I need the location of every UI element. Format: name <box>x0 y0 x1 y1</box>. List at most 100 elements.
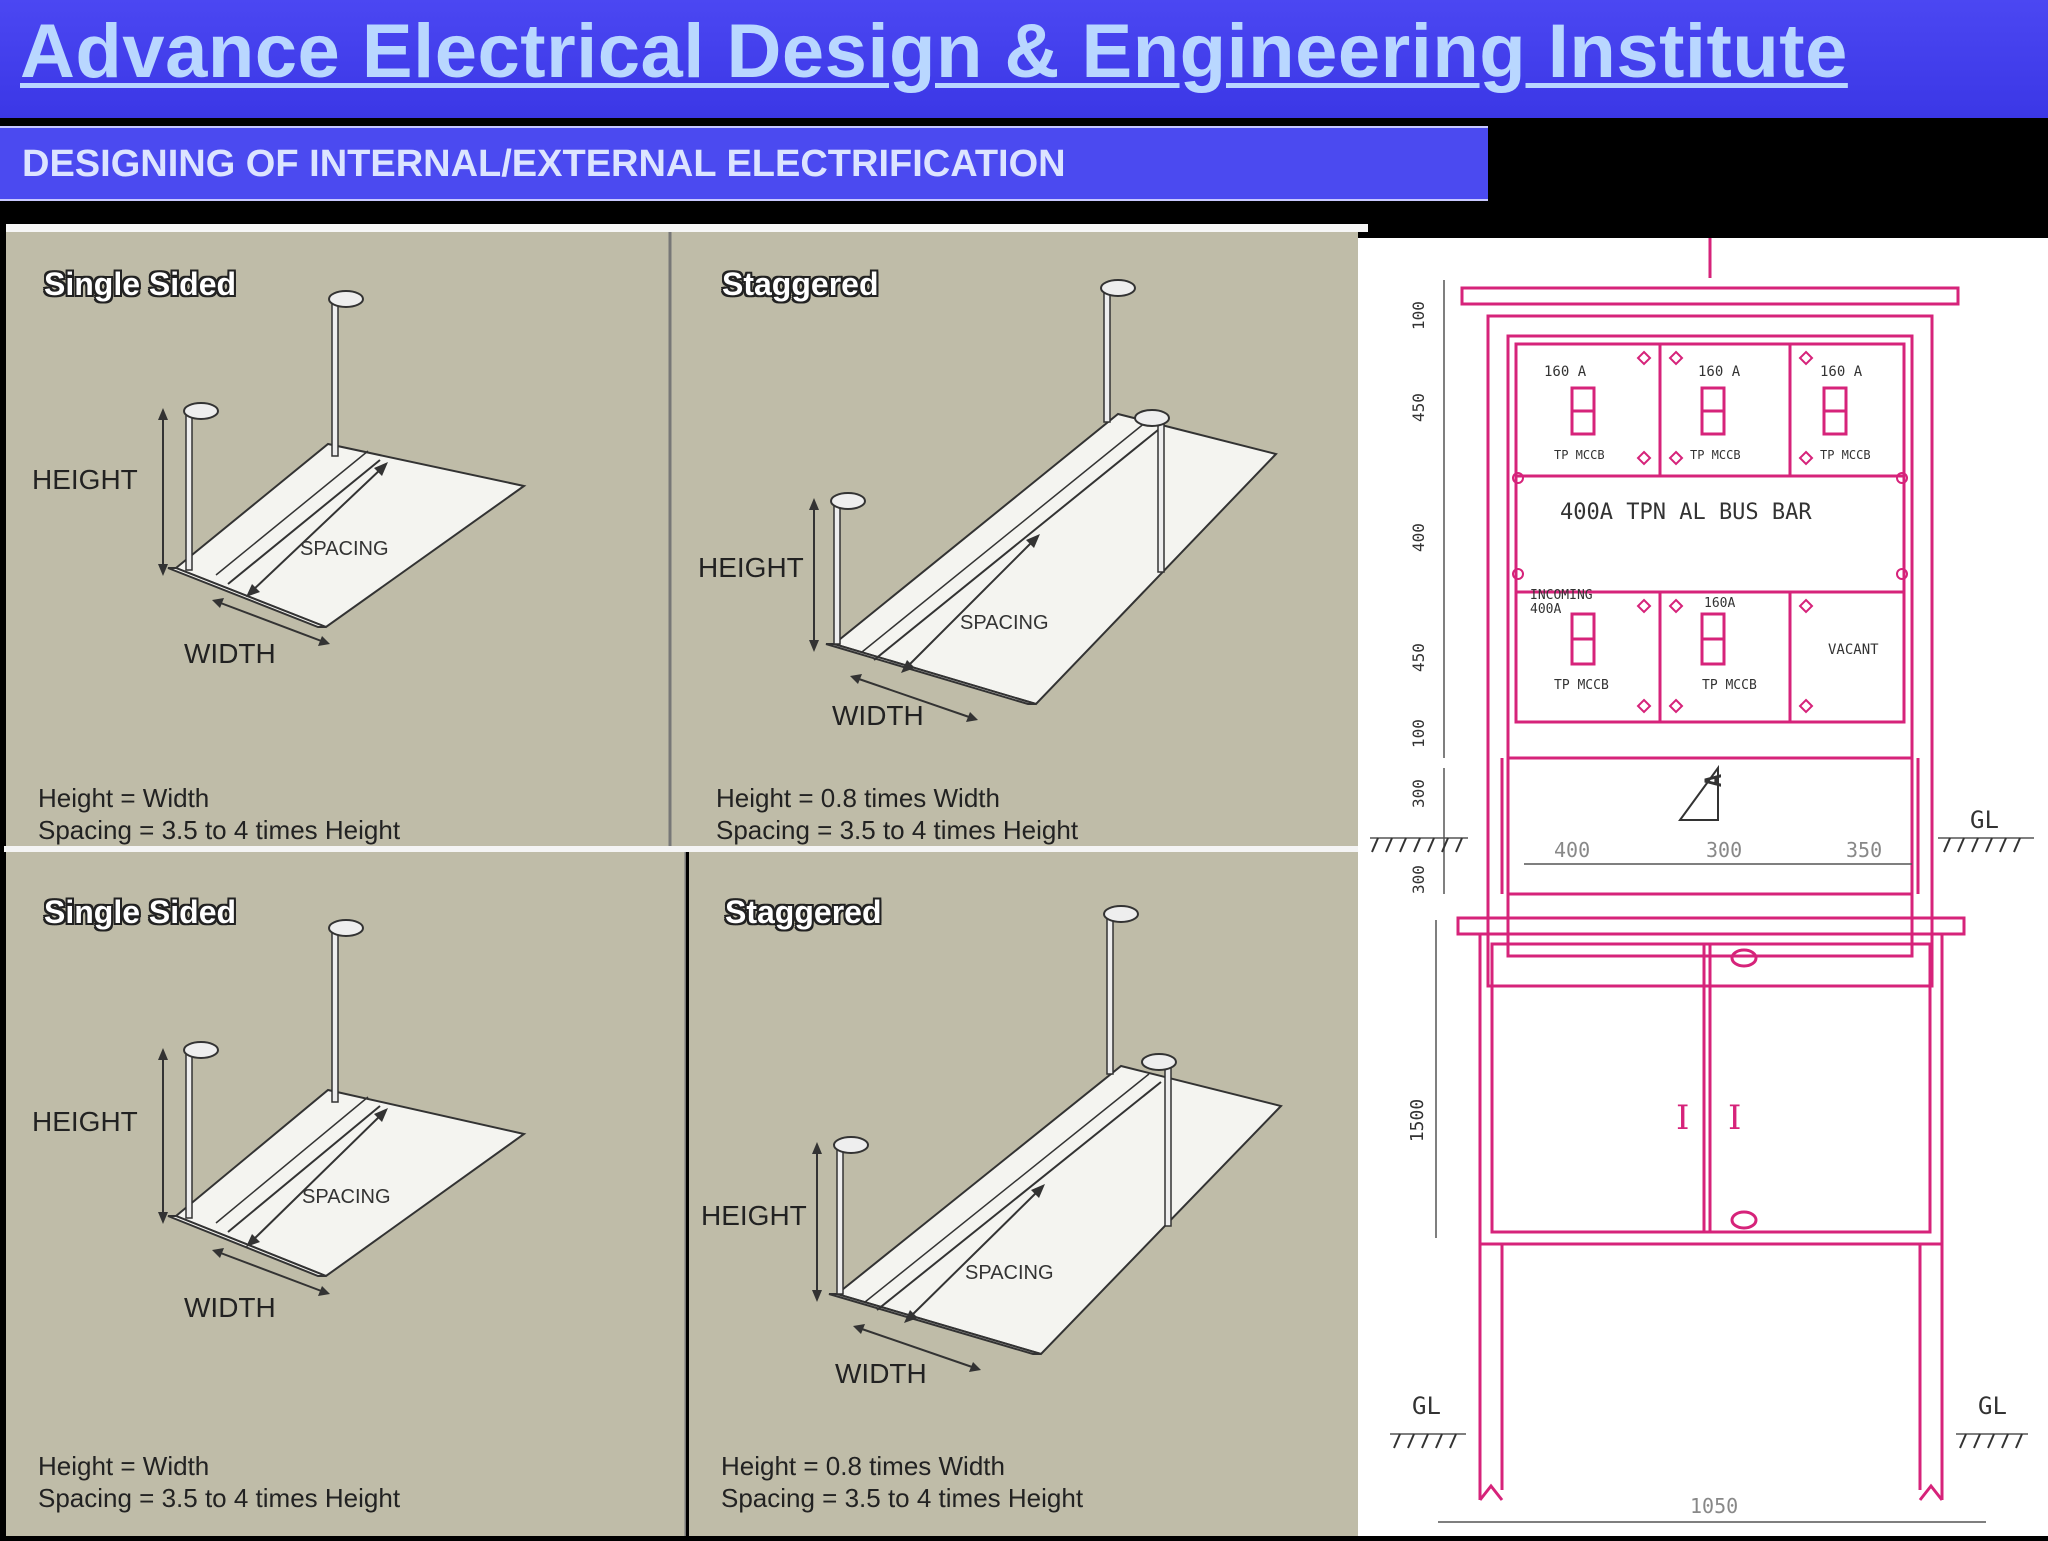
spacing-arrow <box>250 467 383 593</box>
light-pole-near <box>185 1047 193 1219</box>
door-mark: I <box>1728 1098 1742 1138</box>
dimension-label: 350 <box>1846 838 1883 862</box>
plinth-box <box>1506 756 1914 896</box>
dimension-label: 300 <box>1408 865 1428 894</box>
width-label: WIDTH <box>835 1358 927 1389</box>
road-surface <box>174 442 527 629</box>
single-sided-illustration <box>158 232 672 846</box>
page-subtitle: DESIGNING OF INTERNAL/EXTERNAL ELECTRIFI… <box>22 143 1066 185</box>
section-mark-label: A <box>1702 773 1728 788</box>
lower-pillar-outer <box>1478 932 1944 1246</box>
road-centerline <box>873 429 1159 661</box>
spacing-label: SPACING <box>300 538 389 560</box>
bottom-mccb-row <box>1514 590 1906 724</box>
panel-row-divider <box>4 846 1362 852</box>
lamp-head-opposite <box>1134 409 1170 427</box>
width-arrow <box>858 1327 976 1369</box>
formula-text: Height = Width Spacing = 3.5 to 4 times … <box>38 1450 400 1514</box>
lamp-head-near <box>830 492 866 510</box>
staggered-illustration <box>809 279 1278 722</box>
dimension-label: 300 <box>1408 779 1428 808</box>
dimension-label: 100 <box>1408 301 1428 330</box>
top-canopy <box>1460 286 1960 306</box>
light-pole-opposite <box>1157 417 1165 573</box>
formula-line-2: Spacing = 3.5 to 4 times Height <box>38 815 401 845</box>
height-label: HEIGHT <box>698 552 804 583</box>
light-pole-far <box>331 925 339 1103</box>
road-surface <box>174 1088 527 1278</box>
width-arrow <box>217 601 325 643</box>
panel-single-sided-top: Single Sided HEIGHT WIDTH SPACING Height… <box>6 232 686 846</box>
panel-title: Staggered <box>725 894 882 930</box>
road-centerline <box>227 1105 381 1233</box>
road-curb <box>825 643 1037 705</box>
light-pole-opposite <box>1164 1061 1172 1227</box>
ground-level-label: GL <box>1978 1392 2007 1420</box>
light-pole-near <box>833 499 841 645</box>
width-label: WIDTH <box>184 1292 276 1323</box>
panel-title: Staggered <box>722 266 879 302</box>
light-pole-near <box>185 407 193 571</box>
road-surface <box>831 412 1278 706</box>
panel-staggered-bottom: Staggered HEIGHT WIDTH SPACING Height = … <box>689 852 1358 1536</box>
spacing-label: SPACING <box>960 612 1049 634</box>
mccb-rating: 160 A <box>1820 364 1863 380</box>
lamp-head-far <box>1100 279 1136 297</box>
door-mark: I <box>1676 1098 1690 1138</box>
formula-line-2: Spacing = 3.5 to 4 times Height <box>716 815 1079 845</box>
light-pole-near <box>836 1143 844 1295</box>
staggered-illustration <box>812 905 1283 1372</box>
spacing-label: SPACING <box>965 1262 1054 1284</box>
dimension-label: 450 <box>1408 643 1428 672</box>
spacing-arrow <box>250 1113 383 1243</box>
ground-level-label: GL <box>1412 1392 1441 1420</box>
road-curb <box>167 567 327 628</box>
light-pole-far <box>331 295 339 457</box>
lamp-head-near <box>183 1041 219 1059</box>
formula-text: Height = Width Spacing = 3.5 to 4 times … <box>38 782 400 846</box>
feeder-pillar-drawing: 100 450 400 450 100 300 300 1500 400 300… <box>1358 238 2048 1536</box>
mccb-type: TP MCCB <box>1702 678 1757 693</box>
lamp-head-opposite <box>1141 1053 1177 1071</box>
ground-level-label: GL <box>1970 806 1999 834</box>
road-centerline <box>876 1081 1162 1311</box>
mccb-rating: 160 A <box>1544 364 1587 380</box>
dimension-label: 1050 <box>1690 1494 1739 1518</box>
dimension-label: 1500 <box>1407 1098 1429 1143</box>
formula-text: Height = 0.8 times Width Spacing = 3.5 t… <box>721 1450 1083 1514</box>
door-handle <box>1730 948 1758 968</box>
door-handle <box>1730 1210 1758 1230</box>
lamp-head-near <box>183 402 219 420</box>
formula-line-1: Height = Width <box>38 1451 210 1481</box>
lamp-head-far <box>328 290 364 308</box>
dimension-label: 450 <box>1408 393 1428 422</box>
formula-line-2: Spacing = 3.5 to 4 times Height <box>721 1483 1084 1513</box>
mccb-type: TP MCCB <box>1820 448 1871 462</box>
light-pole-far <box>1106 911 1114 1075</box>
feeder-pillar-svg <box>1370 238 2034 1523</box>
road-curb <box>828 1293 1042 1355</box>
panel-staggered-top: Staggered HEIGHT WIDTH SPACING Height = … <box>686 232 1358 846</box>
incoming-rating: 400A <box>1530 602 1562 617</box>
height-label: HEIGHT <box>32 1106 138 1137</box>
light-pole-far <box>1103 285 1111 423</box>
panel-single-sided-bottom: Single Sided HEIGHT WIDTH SPACING Height… <box>6 852 686 1536</box>
incoming-label: INCOMING <box>1530 588 1593 603</box>
formula-text: Height = 0.8 times Width Spacing = 3.5 t… <box>716 782 1078 846</box>
width-arrow <box>855 677 973 719</box>
panel-title: Single Sided <box>44 894 237 930</box>
dimension-label: 400 <box>1554 838 1591 862</box>
panel-title: Single Sided <box>44 266 237 302</box>
lamp-head-near <box>833 1136 869 1154</box>
formula-line-2: Spacing = 3.5 to 4 times Height <box>38 1483 401 1513</box>
header-banner: Advance Electrical Design & Engineering … <box>0 0 2048 118</box>
separator-line <box>6 224 1368 232</box>
lower-canopy <box>1456 916 1966 936</box>
spacing-label: SPACING <box>302 1186 391 1208</box>
formula-line-1: Height = 0.8 times Width <box>716 783 1000 813</box>
busbar-chamber <box>1514 474 1906 594</box>
mccb-rating: 160A <box>1704 596 1736 611</box>
width-label: WIDTH <box>832 700 924 731</box>
mccb-rating: 160 A <box>1698 364 1741 380</box>
road-centerline <box>227 459 381 585</box>
